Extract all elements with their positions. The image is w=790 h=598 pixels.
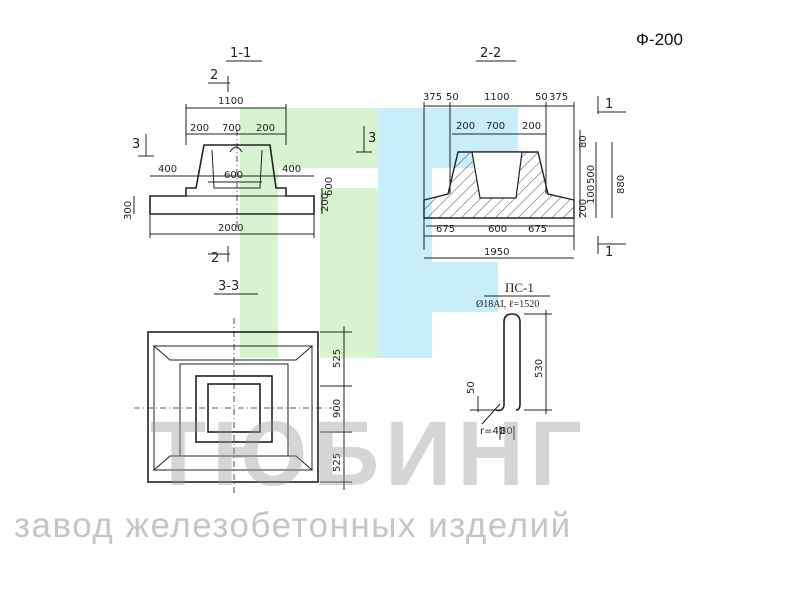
cut-mark-2-top: 2 — [210, 68, 218, 83]
section-3-3-title: 3-3 — [218, 279, 239, 294]
dim-1-1-400-right: 400 — [282, 164, 301, 175]
rebar-dim-530: 530 — [534, 359, 545, 378]
dim-2-2-200-right: 200 — [522, 121, 541, 132]
dim-2-2-880: 880 — [616, 175, 627, 194]
rebar-spec: Ø18АI, ℓ=1520 — [476, 299, 539, 310]
cut-mark-1-top: 1 — [605, 97, 613, 112]
rebar-shape — [503, 313, 521, 411]
dim-1-1-200-right: 200 — [256, 123, 275, 134]
dim-2-2-80: 80 — [578, 135, 589, 148]
dim-2-2-675-left: 675 — [436, 224, 455, 235]
dim-1-1-2000: 2000 — [218, 223, 243, 234]
dim-2-2-1950: 1950 — [484, 247, 509, 258]
dim-1-1-700: 700 — [222, 123, 241, 134]
rebar-dim-r40: r=40 — [480, 426, 505, 437]
cut-mark-3-left: 3 — [132, 137, 140, 152]
watermark-subtitle: завод железобетонных изделий — [14, 506, 572, 545]
dim-2-2-50-right: 50 — [535, 92, 548, 103]
plan-base — [179, 363, 289, 457]
rebar-dim-50: 50 — [466, 381, 477, 394]
dim-1-1-600: 600 — [224, 170, 243, 181]
dim-3-3-525-top: 525 — [332, 349, 343, 368]
section-2-2: 2-2 375 50 1100 50 375 200 700 200 80 50… — [368, 46, 627, 260]
dim-2-2-1100: 1100 — [484, 92, 509, 103]
dim-1-1-300: 300 — [123, 201, 134, 220]
plan-outer — [147, 331, 319, 483]
dim-3-3-900: 900 — [332, 399, 343, 418]
logo-background — [240, 108, 518, 358]
dim-2-2-100: 100 — [586, 185, 597, 204]
dim-2-2-500: 500 — [586, 165, 597, 184]
section-2-2-title: 2-2 — [480, 46, 501, 61]
logo-green-bar — [240, 108, 278, 358]
logo-green-block-2 — [320, 188, 378, 358]
rebar-dim-80: 80 — [500, 426, 513, 437]
dim-2-2-200: 200 — [578, 199, 589, 218]
cut-mark-2-bottom: 2 — [211, 251, 219, 266]
dim-2-2-600: 600 — [488, 224, 507, 235]
logo-blue-block-2 — [378, 262, 498, 312]
dim-2-2-375-left: 375 — [423, 92, 442, 103]
dim-2-2-700: 700 — [486, 121, 505, 132]
dim-1-1-200-left: 200 — [190, 123, 209, 134]
dim-1-1-600-vert: 600 — [324, 177, 335, 196]
dim-3-3-525-bottom: 525 — [332, 453, 343, 472]
rebar-title: ПС-1 — [505, 280, 534, 295]
rebar-ps-1: ПС-1 Ø18АI, ℓ=1520 530 50 r=40 80 — [466, 280, 552, 440]
dim-1-1-200-vert: 200 — [320, 193, 331, 212]
dim-2-2-375-right: 375 — [549, 92, 568, 103]
dim-2-2-200-left: 200 — [456, 121, 475, 132]
section-1-1-title: 1-1 — [230, 46, 251, 61]
dim-2-2-675-right: 675 — [528, 224, 547, 235]
dim-1-1-400-left: 400 — [158, 164, 177, 175]
dim-2-2-50-left: 50 — [446, 92, 459, 103]
document-code: Ф-200 — [636, 30, 683, 49]
section-1-1: 1-1 1100 200 700 200 400 600 400 2000 30… — [123, 46, 372, 266]
dim-1-1-1100: 1100 — [218, 96, 243, 107]
watermark-brand: ТЮБИНГ — [150, 403, 588, 505]
section-3-3: 3-3 525 900 525 — [134, 279, 352, 494]
cut-mark-1-bottom: 1 — [605, 245, 613, 260]
cut-mark-3-right: 3 — [368, 131, 376, 146]
